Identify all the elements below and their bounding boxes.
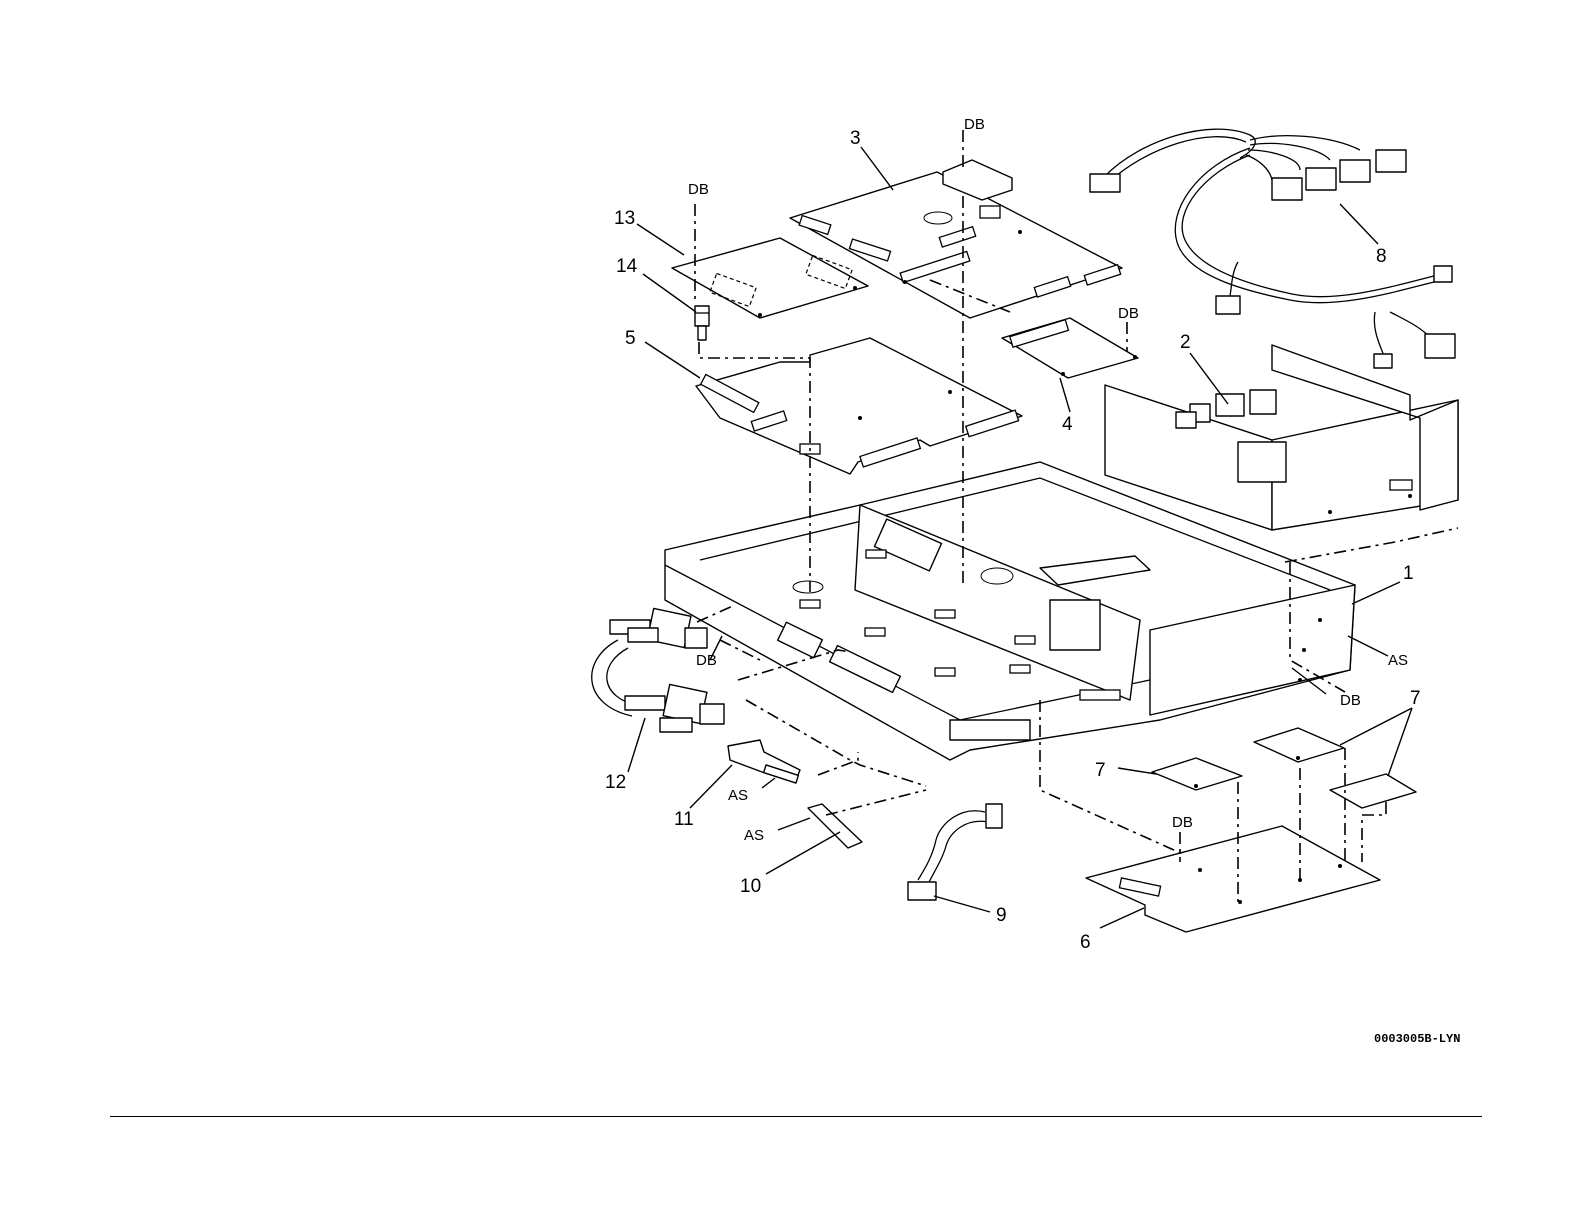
callout-12: 12 bbox=[605, 772, 626, 793]
note-db-frame: DB bbox=[1340, 692, 1361, 709]
callout-1: 1 bbox=[1403, 563, 1414, 584]
note-db-bottom: DB bbox=[1172, 814, 1193, 831]
part-12-cable bbox=[592, 608, 724, 732]
note-db-pwb4: DB bbox=[1118, 305, 1139, 322]
part-2-power-supply bbox=[1105, 345, 1458, 530]
figure-id: 0003005B-LYN bbox=[1374, 1032, 1460, 1046]
callout-8: 8 bbox=[1376, 246, 1387, 267]
note-as-frame: AS bbox=[1388, 652, 1408, 669]
callout-14: 14 bbox=[616, 256, 638, 277]
callout-6: 6 bbox=[1080, 932, 1091, 953]
note-as-plate: AS bbox=[744, 827, 764, 844]
part-10-bracket-plate bbox=[808, 804, 862, 848]
callout-11: 11 bbox=[674, 809, 694, 830]
callout-10: 10 bbox=[740, 876, 761, 897]
note-as-bracket: AS bbox=[728, 787, 748, 804]
callout-7-left: 7 bbox=[1095, 760, 1106, 781]
note-db-cable: DB bbox=[696, 652, 717, 669]
note-db-top: DB bbox=[964, 116, 985, 133]
part-4-small-pwb bbox=[1002, 318, 1138, 378]
callout-7-right: 7 bbox=[1410, 688, 1421, 709]
callout-3: 3 bbox=[850, 128, 861, 149]
part-8-harness bbox=[1090, 129, 1455, 368]
part-6-bottom-pwb bbox=[1086, 826, 1380, 932]
footer-rule bbox=[110, 1116, 1482, 1117]
callout-2: 2 bbox=[1180, 332, 1191, 353]
part-14-standoff bbox=[695, 306, 709, 340]
callout-9: 9 bbox=[996, 905, 1007, 926]
note-db-left: DB bbox=[688, 181, 709, 198]
callout-13: 13 bbox=[614, 208, 635, 229]
part-11-bracket bbox=[728, 740, 800, 783]
part-7-pwb-set bbox=[1152, 728, 1416, 808]
part-9-small-harness bbox=[908, 804, 1002, 900]
callout-4: 4 bbox=[1062, 414, 1073, 435]
callout-5: 5 bbox=[625, 328, 636, 349]
